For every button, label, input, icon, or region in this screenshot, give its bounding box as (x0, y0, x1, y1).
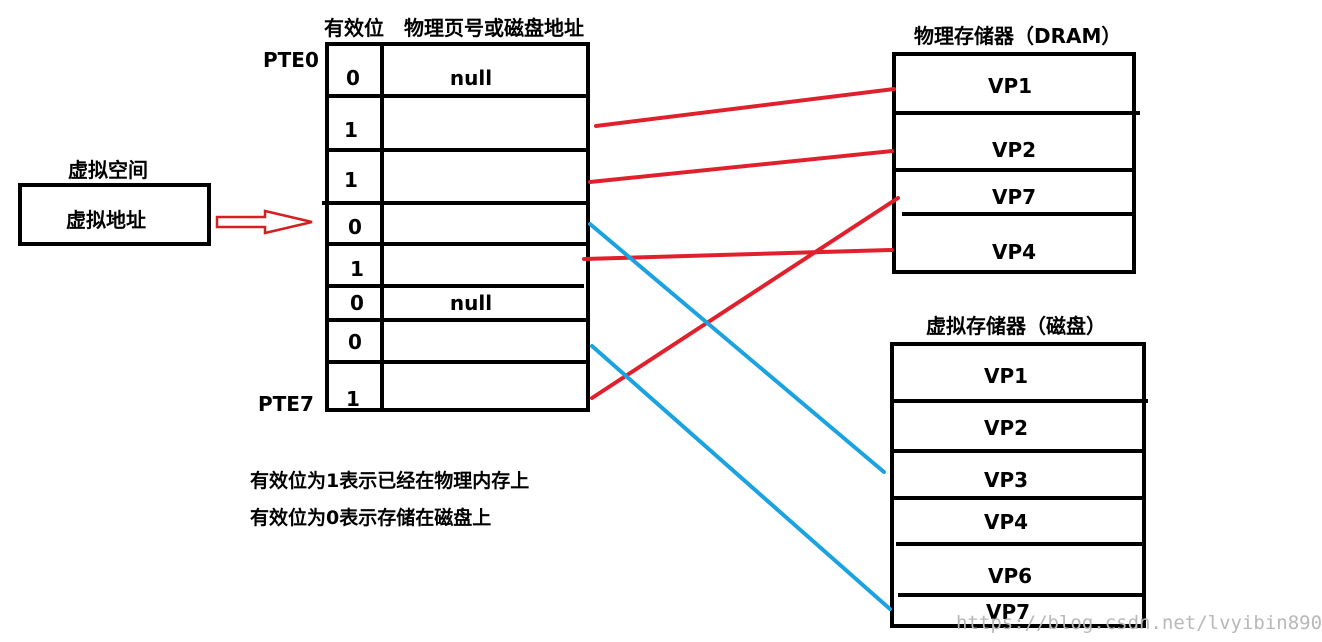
disk-mapping-lines (588, 222, 892, 611)
pte-address: null (449, 66, 493, 90)
dram-grid (892, 52, 1140, 274)
pte-valid-bit: 0 (348, 215, 362, 239)
note-valid-0: 有效位为0表示存储在磁盘上 (250, 507, 492, 529)
disk-grid (890, 342, 1148, 628)
pte-address: null (449, 291, 493, 315)
pte-valid-bit: 1 (344, 118, 358, 142)
dram-page: VP1 (987, 74, 1033, 98)
disk-page: VP4 (983, 510, 1029, 534)
lookup-arrow (215, 209, 313, 235)
disk-page: VP7 (985, 600, 1031, 624)
map-line-pte3-vp3 (588, 222, 886, 474)
virtual-address-box (18, 183, 211, 246)
address-header: 物理页号或磁盘地址 (404, 16, 584, 40)
dram-page: VP7 (991, 185, 1037, 209)
map-line-pte6-vp6 (590, 344, 892, 611)
disk-title: 虚拟存储器（磁盘） (926, 314, 1106, 338)
dram-page: VP4 (991, 240, 1037, 264)
pte-valid-bit: 0 (350, 291, 364, 315)
note-valid-1: 有效位为1表示已经在物理内存上 (250, 470, 530, 492)
dram-title: 物理存储器（DRAM） (914, 24, 1122, 48)
page-table-grid (322, 42, 590, 412)
map-line-pte7-vp7 (590, 196, 900, 400)
dram-mapping-lines (582, 87, 900, 400)
pte-valid-bit: 1 (346, 387, 360, 411)
map-line-pte2-vp2 (588, 149, 894, 184)
watermark: https://blog.csdn.net/lvyibin890 (956, 612, 1322, 634)
pte-valid-bit: 1 (350, 257, 364, 281)
disk-page: VP2 (983, 416, 1029, 440)
pte-valid-bit: 0 (346, 66, 360, 90)
map-line-pte4-vp4 (582, 248, 894, 261)
valid-bit-header: 有效位 (324, 16, 384, 40)
dram-page: VP2 (991, 138, 1037, 162)
map-line-pte1-vp1 (594, 87, 896, 128)
disk-page: VP1 (983, 364, 1029, 388)
disk-page: VP6 (987, 564, 1033, 588)
virtual-space-title: 虚拟空间 (68, 158, 148, 182)
pte-valid-bit: 1 (344, 168, 358, 192)
pte7-label: PTE7 (258, 392, 314, 416)
disk-page: VP3 (983, 468, 1029, 492)
pte-valid-bit: 0 (348, 330, 362, 354)
pte0-label: PTE0 (263, 48, 319, 72)
virtual-address-label: 虚拟地址 (66, 208, 146, 232)
